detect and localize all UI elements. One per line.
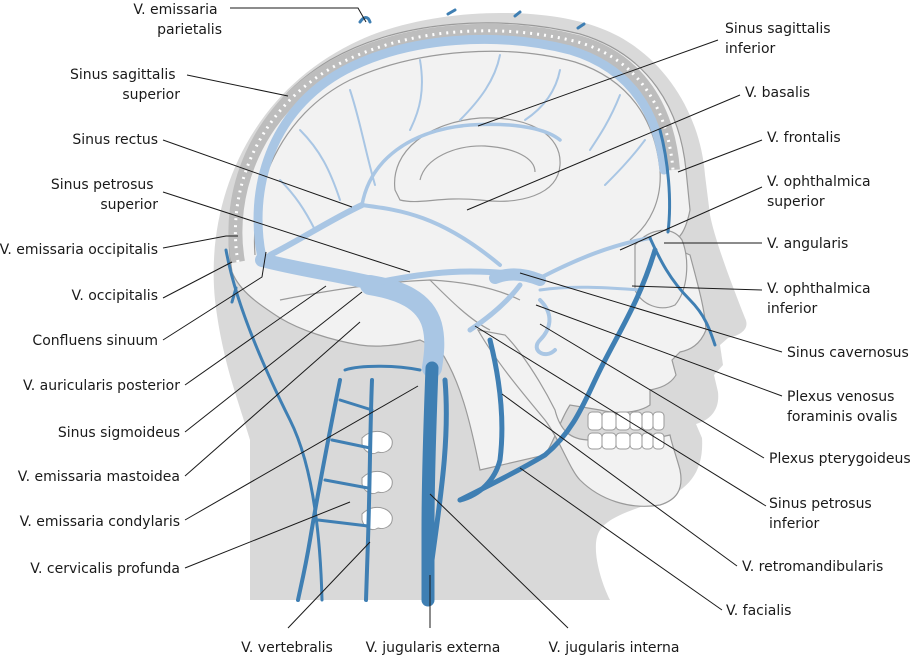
v-ophthalmica-superior-vessel xyxy=(538,236,652,280)
label-sinus-rectus: Sinus rectus xyxy=(72,132,158,148)
vertebral-plexus xyxy=(316,364,422,528)
label-sinus-sigmoideus: Sinus sigmoideus xyxy=(58,425,180,441)
label-sinus-cavernosus: Sinus cavernosus xyxy=(787,345,909,361)
label-v-jugularis-externa: V. jugularis externa xyxy=(366,640,501,656)
mandible xyxy=(476,329,682,507)
sinus-petrosus-inferior-vessel xyxy=(467,282,523,333)
v-jugularis-interna-vessel xyxy=(421,361,439,607)
v-frontalis-vessel xyxy=(658,128,672,234)
sinus-cavernosus-vessel xyxy=(489,268,546,286)
plexus-pterygoideus-vessel xyxy=(534,298,557,357)
label-v-emissaria-parietalis: V. emissaria parietalis xyxy=(133,2,222,38)
label-v-vertebralis: V. vertebralis xyxy=(241,640,333,656)
v-cervicalis-profunda-vessel xyxy=(296,378,342,602)
v-ophthalmica-inferior-vessel xyxy=(538,285,642,292)
label-v-retromandibularis: V. retromandibularis xyxy=(742,559,883,575)
label-v-frontalis: V. frontalis xyxy=(767,130,841,146)
sinus-sigmoideus-vessel xyxy=(360,275,445,378)
label-v-ophthalmica-inferior: V. ophthalmica inferior xyxy=(767,281,875,317)
v-vertebralis-vessel xyxy=(364,378,374,602)
label-v-auricularis-posterior: V. auricularis posterior xyxy=(23,378,180,394)
v-angularis-vessel xyxy=(648,236,717,347)
label-v-basalis: V. basalis xyxy=(745,85,810,101)
v-jugularis-externa-vessel xyxy=(427,377,449,603)
label-sinus-sagittalis-inferior: Sinus sagittalis inferior xyxy=(725,21,835,57)
leader-lines xyxy=(162,7,783,629)
label-v-facialis: V. facialis xyxy=(726,603,791,619)
label-sinus-sagittalis-superior: Sinus sagittalis superior xyxy=(70,67,180,103)
label-v-occipitalis: V. occipitalis xyxy=(72,288,158,304)
label-confluens-sinuum: Confluens sinuum xyxy=(32,333,158,349)
label-v-jugularis-interna: V. jugularis interna xyxy=(549,640,680,656)
label-v-cervicalis-profunda: V. cervicalis profunda xyxy=(30,561,180,577)
v-basalis-vessel xyxy=(360,203,502,267)
label-v-emissaria-mastoidea: V. emissaria mastoidea xyxy=(18,469,180,485)
teeth xyxy=(587,411,665,450)
label-sinus-petrosus-inferior: Sinus petrosus inferior xyxy=(769,496,876,532)
sinus-sagittalis-superior-vessel xyxy=(253,34,669,263)
v-facialis-vessel xyxy=(457,247,658,503)
label-v-angularis: V. angularis xyxy=(767,236,848,252)
orbit xyxy=(634,229,688,309)
label-sinus-petrosus-superior: Sinus petrosus superior xyxy=(51,177,158,213)
brain-outline xyxy=(253,50,661,256)
skull xyxy=(228,22,707,471)
label-v-emissaria-condylaris: V. emissaria condylaris xyxy=(20,514,180,530)
cerebral-veins xyxy=(279,54,646,231)
label-plexus-pterygoideus: Plexus pterygoideus xyxy=(769,451,910,467)
sinus-sagittalis-inferior-vessel xyxy=(360,122,562,207)
label-v-ophthalmica-superior: V. ophthalmica superior xyxy=(767,174,875,210)
corpus-callosum-inner xyxy=(419,145,536,181)
label-v-emissaria-occipitalis: V. emissaria occipitalis xyxy=(0,242,158,258)
v-occipitalis-vessel xyxy=(224,248,324,602)
tentorium-line xyxy=(279,279,521,301)
skull-diploe-dots xyxy=(233,29,675,263)
label-plexus-venosus-foraminis-ovalis: Plexus venosus foraminis ovalis xyxy=(787,389,899,425)
temporal-line xyxy=(429,279,491,331)
